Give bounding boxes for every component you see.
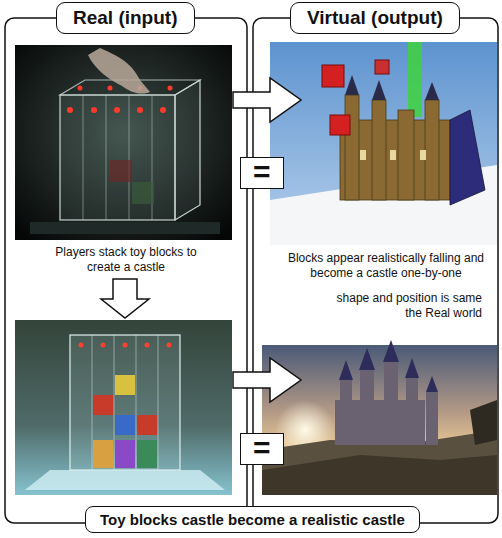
node-text: Virtual (output) [307,7,443,29]
right-arrow [233,78,301,122]
node-text: = [253,436,271,460]
node-text: = [253,160,271,184]
equals-box: = [240,157,284,189]
node-text: Real (input) [73,7,178,29]
render-virtual-bottom [262,340,497,495]
note-text: shape and position is same the Real worl… [326,291,482,321]
caption-text: Blocks appear realistically falling and … [284,251,488,281]
photo-real-bottom [15,320,232,495]
node-text: Toy blocks castle become a realistic cas… [100,511,405,528]
panel-header: Real (input) [56,2,195,34]
summary-banner: Toy blocks castle become a realistic cas… [85,506,420,533]
right-arrow [233,358,301,402]
panel-header: Virtual (output) [290,2,460,34]
photo-real-top [15,45,232,240]
render-virtual-top [270,42,497,245]
caption-text: Players stack toy blocks to create a cas… [55,245,197,275]
equals-box: = [240,433,284,465]
down-arrow [101,279,149,318]
panel-outline [5,18,247,523]
